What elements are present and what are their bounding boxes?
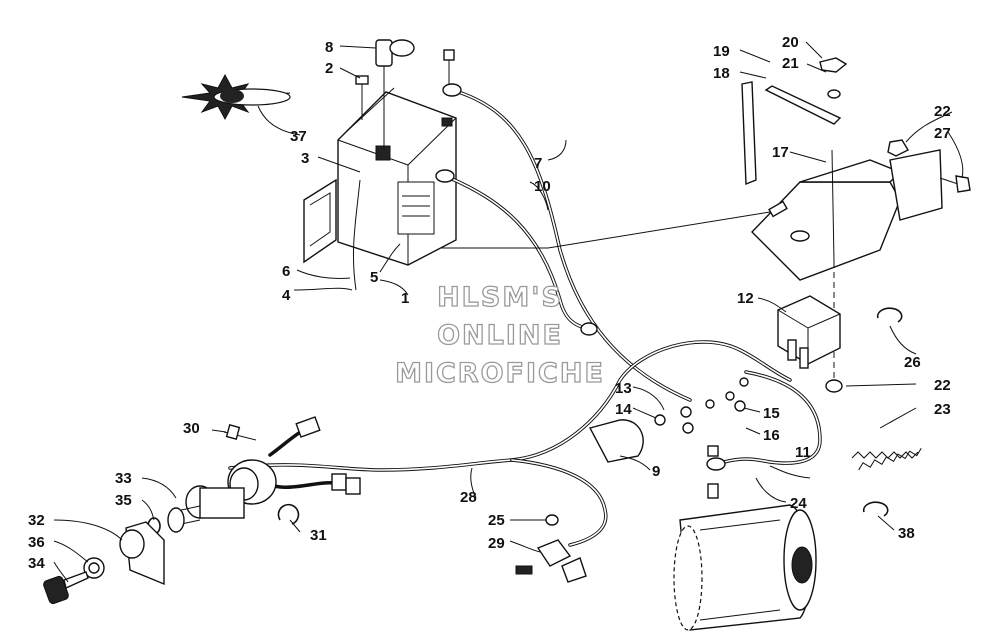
bezel-plate [119,521,165,586]
callout-33: 33 [115,470,132,487]
logo-decal [181,73,291,121]
watermark-line-2: ONLINE [437,320,563,351]
callout-27: 27 [934,125,951,142]
fuse-holder [515,514,587,583]
callout-32: 32 [28,512,45,529]
callout-37: 37 [290,128,307,145]
leader-lines [53,41,964,583]
terminal-screw [355,75,369,120]
bolt [939,175,971,193]
callout-31: 31 [310,527,327,544]
callout-22-top: 22 [934,103,951,120]
callout-3: 3 [301,150,309,167]
callout-16: 16 [763,427,780,444]
callout-20: 20 [782,34,799,51]
watermark-line-3: MICROFICHE [395,358,605,389]
callout-35: 35 [115,492,132,509]
callout-17: 17 [772,144,789,161]
callout-11: 11 [795,444,811,461]
watermark: HLSM'S ONLINE MICROFICHE [394,281,605,389]
battery-tray [751,149,943,281]
callout-22-bottom: 22 [934,377,951,394]
callout-14: 14 [615,401,632,418]
callout-36: 36 [28,534,45,551]
callout-23: 23 [934,401,951,418]
callout-4: 4 [282,287,291,304]
callout-5: 5 [370,269,378,286]
callout-30: 30 [183,420,200,437]
starter-motor [673,504,817,631]
callout-15: 15 [763,405,780,422]
callout-labels: 1 2 3 4 5 6 7 8 9 10 11 12 13 14 15 16 1… [28,34,951,572]
callout-29: 29 [488,535,505,552]
callout-1: 1 [401,290,409,307]
callout-26: 26 [904,354,921,371]
callout-2: 2 [325,60,333,77]
callout-13: 13 [615,380,632,397]
callout-25: 25 [488,512,505,529]
callout-12: 12 [737,290,754,307]
callout-9: 9 [652,463,660,480]
callout-7: 7 [534,155,542,172]
callout-24: 24 [790,495,807,512]
battery [337,87,457,266]
ignition-switch [167,459,277,533]
callout-38: 38 [898,525,915,542]
diode [223,424,257,441]
callout-34: 34 [28,555,45,572]
callout-6: 6 [282,263,290,280]
callout-8: 8 [325,39,333,56]
callout-10: 10 [534,178,551,195]
terminal-boot [375,39,415,150]
watermark-line-1: HLSM'S [437,282,563,313]
callout-18: 18 [713,65,730,82]
battery-pad [303,178,337,264]
terminal-cover [588,419,644,463]
starter-solenoid [777,295,841,369]
ignition-key [43,571,89,605]
callout-21: 21 [782,55,799,72]
callout-19: 19 [713,43,730,60]
callout-28: 28 [460,489,477,506]
spring [851,448,922,471]
